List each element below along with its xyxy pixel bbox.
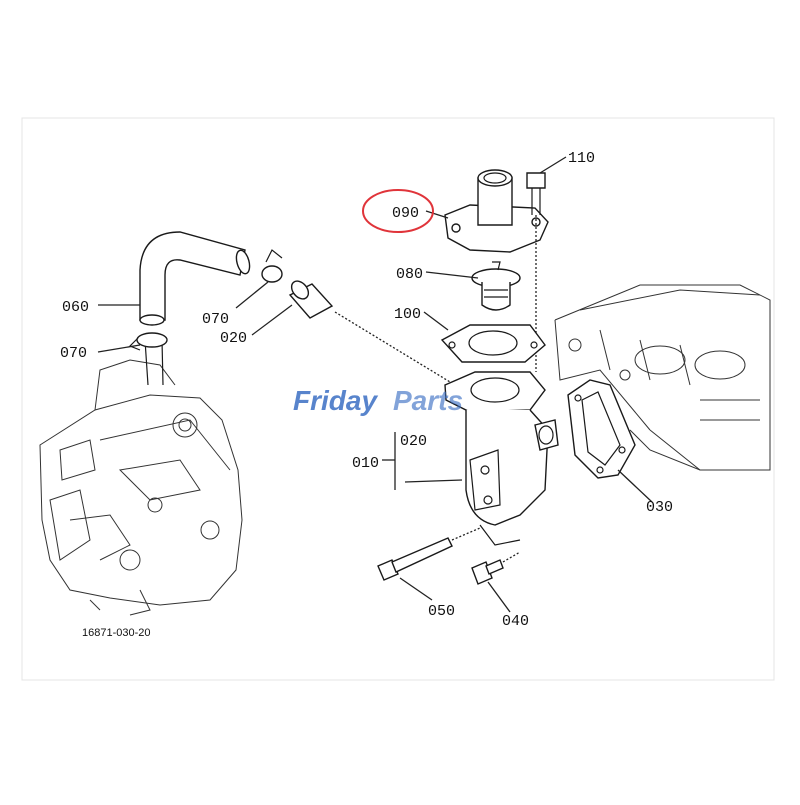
part-labels: 060 070 070 020 090 110 080 100 020 010 … — [60, 150, 673, 630]
label-060: 060 — [62, 299, 89, 316]
label-070-lower: 070 — [60, 345, 87, 362]
watermark-logo: Friday Parts — [293, 385, 463, 416]
label-040: 040 — [502, 613, 529, 630]
gasket-100 — [440, 324, 546, 363]
bolt-050 — [377, 527, 481, 581]
hose-clamp-070-lower — [128, 332, 168, 351]
label-030: 030 — [646, 499, 673, 516]
diagram-border — [21, 117, 775, 681]
bolt-040 — [471, 551, 521, 585]
label-010: 010 — [352, 455, 379, 472]
label-090: 090 — [392, 205, 419, 222]
water-flange-010 — [444, 371, 559, 546]
drawing-code: 16871-030-20 — [82, 627, 151, 639]
watermark-text-primary: Friday — [293, 385, 378, 416]
thermostat-cover-090 — [444, 169, 549, 253]
label-050: 050 — [428, 603, 455, 620]
watermark-text-secondary: Parts — [393, 385, 463, 416]
leader-lines — [97, 156, 653, 613]
thermostat-080 — [471, 261, 521, 311]
cylinder-block — [554, 284, 771, 471]
radiator-hose-060 — [139, 231, 251, 326]
bolt-110 — [526, 172, 546, 372]
gasket-030 — [567, 379, 636, 479]
highlight-circle — [362, 189, 434, 233]
bypass-pipe-020 — [288, 280, 456, 386]
label-070-upper: 070 — [202, 311, 229, 328]
label-020-flange: 020 — [400, 433, 427, 450]
label-020-pipe: 020 — [220, 330, 247, 347]
hose-clamp-070-upper — [261, 249, 283, 283]
label-100: 100 — [394, 306, 421, 323]
label-080: 080 — [396, 266, 423, 283]
label-110: 110 — [568, 150, 595, 167]
water-pump-housing — [39, 359, 243, 616]
